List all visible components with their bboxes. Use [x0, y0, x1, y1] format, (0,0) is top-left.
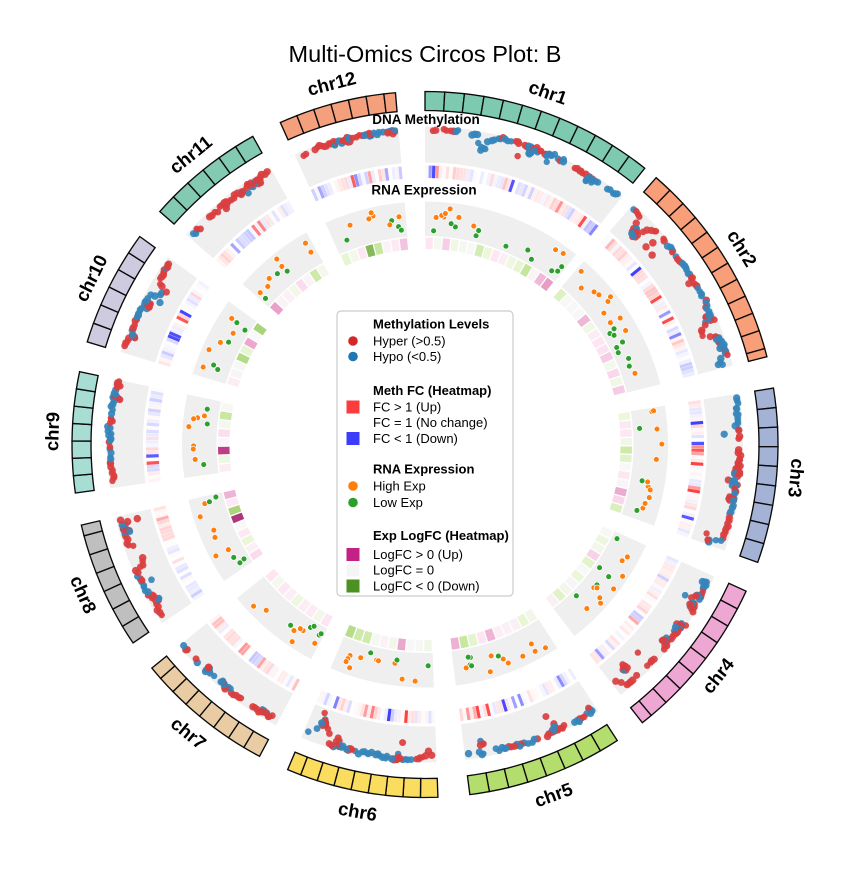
svg-text:Methylation Levels: Methylation Levels — [373, 317, 489, 332]
svg-text:FC > 1 (Up): FC > 1 (Up) — [373, 400, 441, 415]
svg-text:LogFC = 0: LogFC = 0 — [373, 563, 434, 578]
svg-text:Hyper (>0.5): Hyper (>0.5) — [373, 334, 446, 349]
svg-text:Hypo (<0.5): Hypo (<0.5) — [373, 349, 441, 364]
svg-text:Meth FC (Heatmap): Meth FC (Heatmap) — [373, 383, 491, 398]
svg-text:Exp LogFC (Heatmap): Exp LogFC (Heatmap) — [373, 528, 509, 543]
svg-text:High Exp: High Exp — [373, 479, 426, 494]
svg-text:LogFC < 0 (Down): LogFC < 0 (Down) — [373, 579, 480, 594]
svg-text:RNA Expression: RNA Expression — [373, 462, 474, 477]
svg-text:LogFC > 0 (Up): LogFC > 0 (Up) — [373, 547, 463, 562]
svg-text:FC = 1 (No change): FC = 1 (No change) — [373, 415, 488, 430]
svg-text:chr9: chr9 — [41, 412, 63, 452]
svg-text:DNA Methylation: DNA Methylation — [372, 112, 480, 127]
svg-text:FC < 1 (Down): FC < 1 (Down) — [373, 431, 458, 446]
svg-text:RNA Expression: RNA Expression — [371, 183, 476, 198]
svg-text:chr3: chr3 — [784, 458, 808, 499]
svg-text:Multi-Omics Circos Plot: B: Multi-Omics Circos Plot: B — [289, 41, 562, 67]
svg-text:Low Exp: Low Exp — [373, 495, 423, 510]
